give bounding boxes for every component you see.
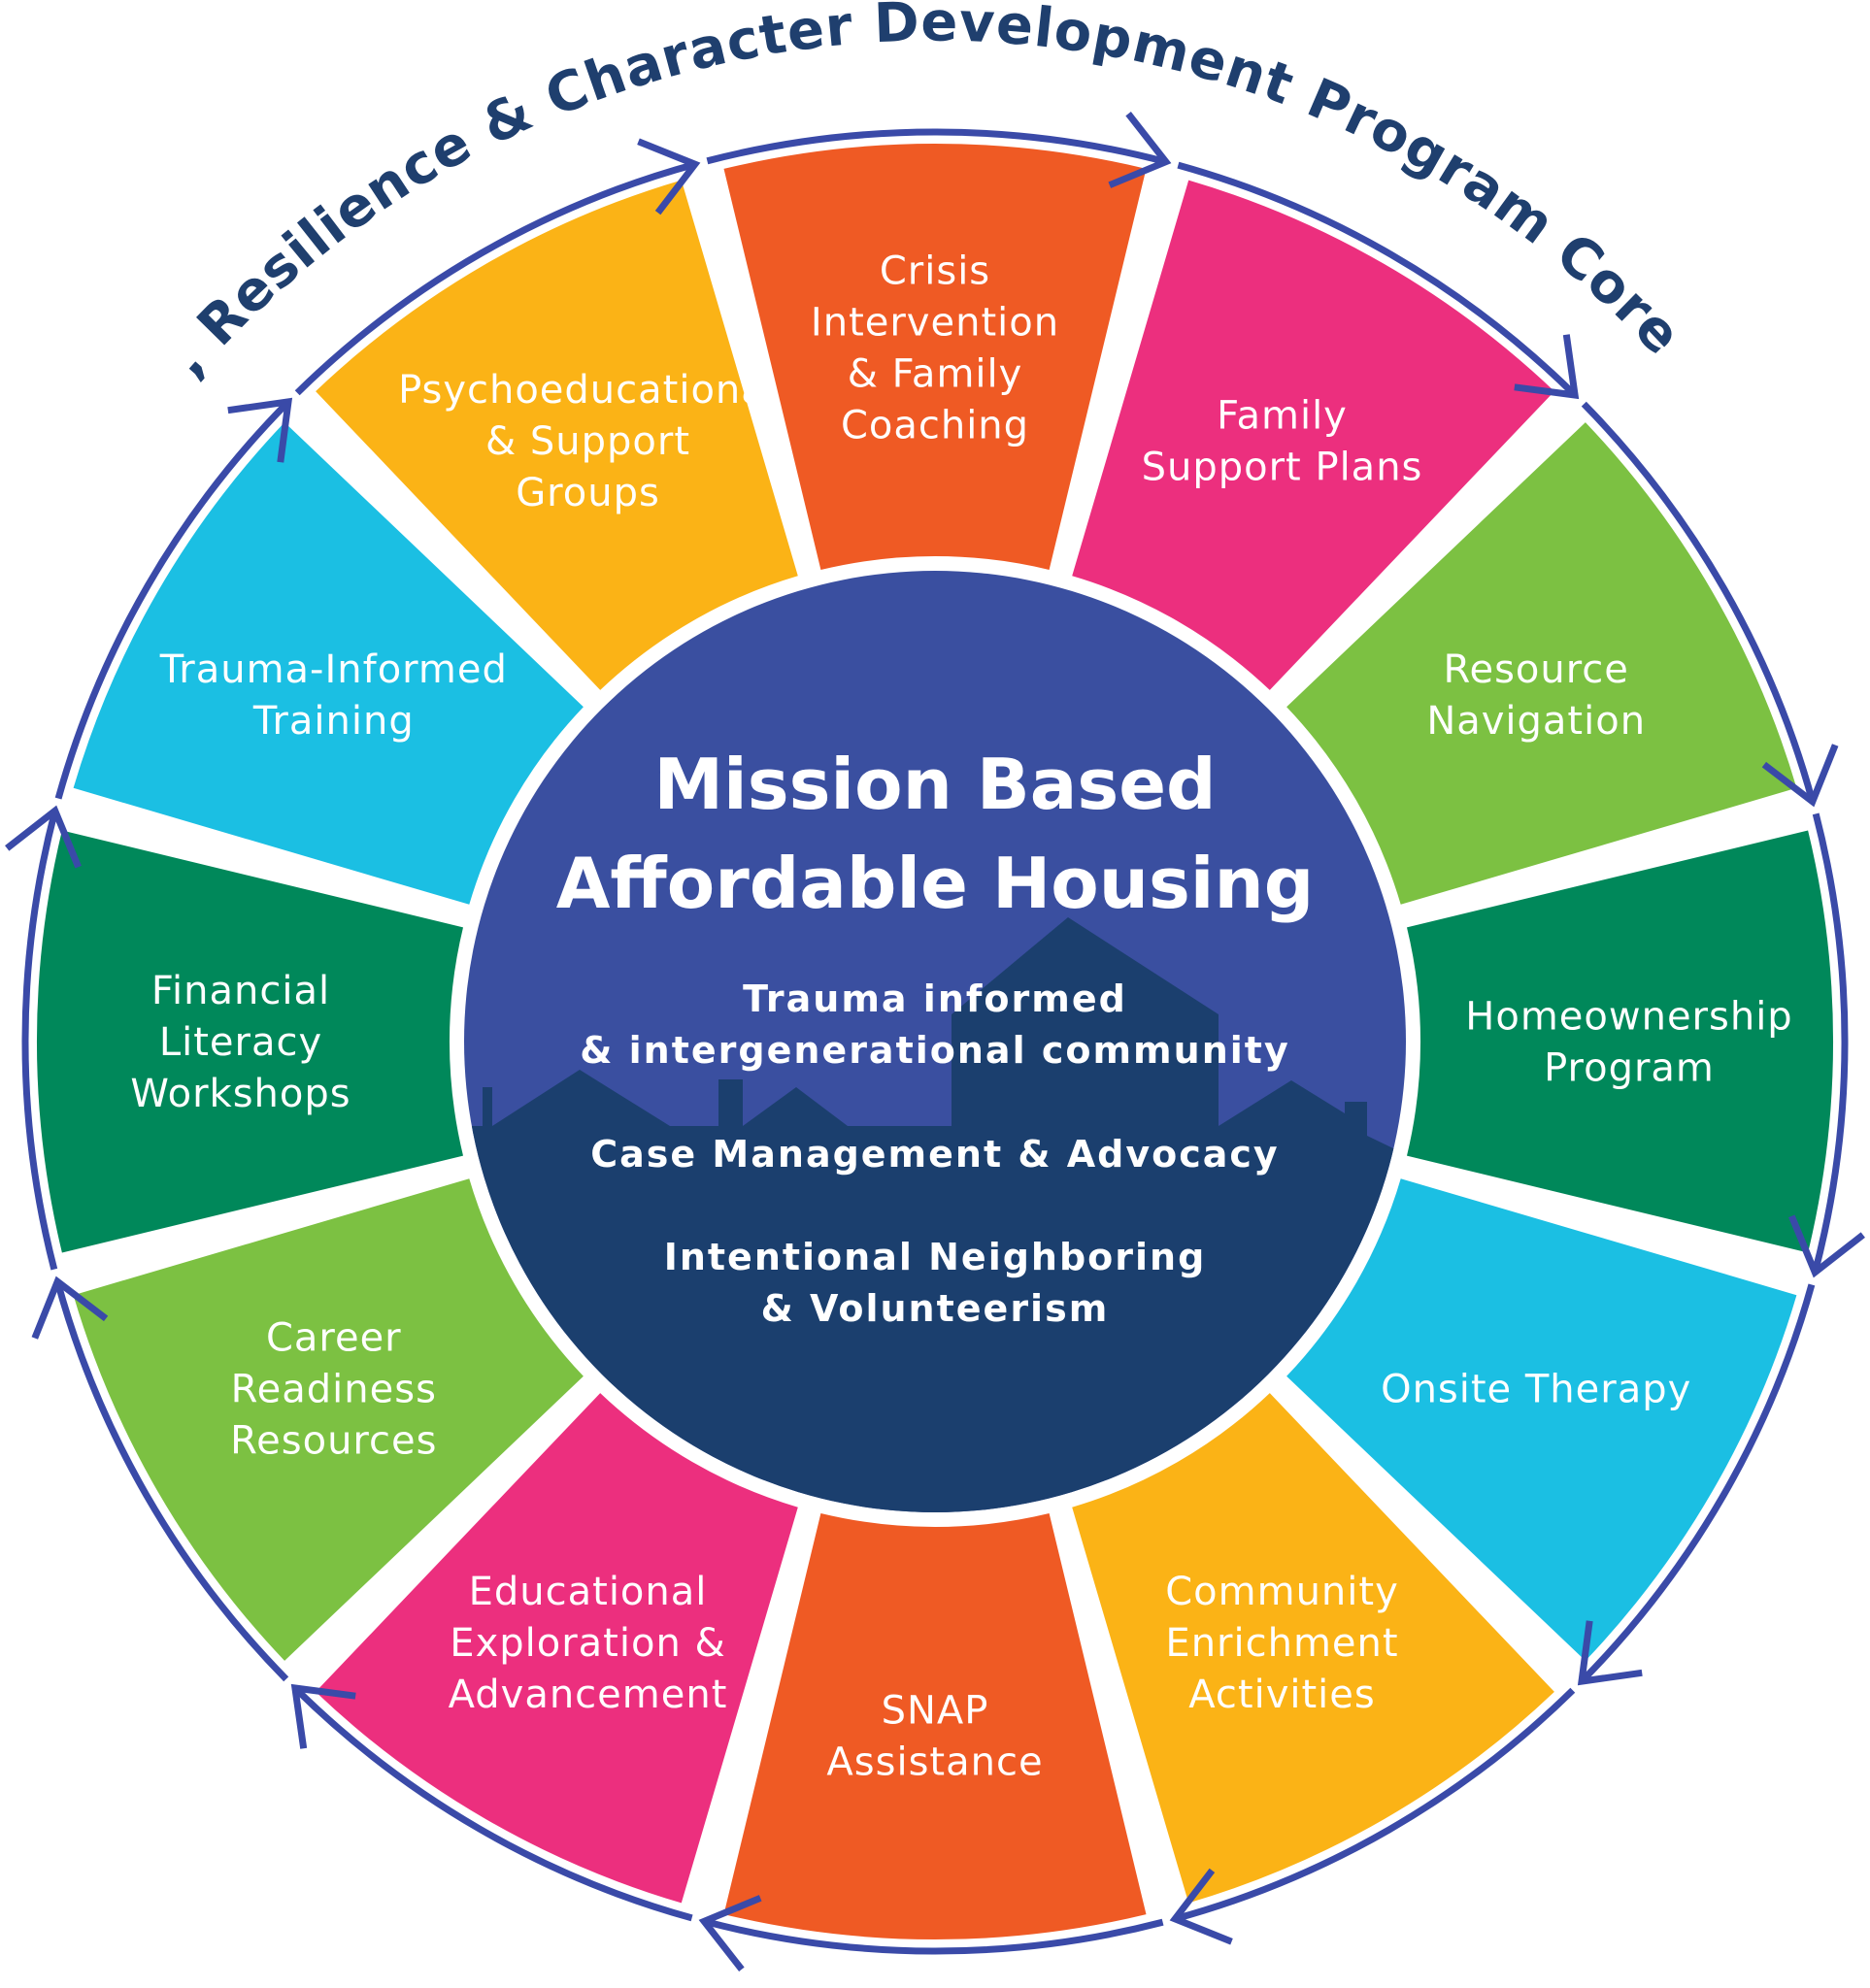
arc-line-10	[54, 399, 291, 800]
arc-line-6	[703, 1917, 1164, 1955]
segment-1-label-line-1: Support Plans	[1142, 445, 1423, 489]
segment-0-label-line-1: Intervention	[811, 301, 1059, 346]
segment-3-label-line-1: Program	[1544, 1046, 1715, 1091]
segment-9-label-line-1: Literacy	[159, 1020, 322, 1065]
segment-10-label-line-1: Training	[252, 699, 415, 744]
segment-1	[1072, 180, 1554, 690]
arrowhead-icon	[31, 1276, 109, 1340]
segment-0-label-line-0: Crisis	[880, 249, 990, 294]
segment-11-label-line-1: & Support	[485, 419, 690, 464]
segment-5-label-line-2: Activities	[1188, 1673, 1375, 1717]
segment-4	[1286, 1178, 1797, 1661]
hub-item-3-line-2: & Volunteerism	[761, 1287, 1110, 1330]
segment-10-label-line-0: Trauma-Informed	[159, 647, 508, 692]
hub-title-line-1: Mission Based	[653, 744, 1216, 825]
houses-silhouette	[464, 917, 1406, 1512]
segment-10	[73, 422, 584, 905]
segment-8-label-line-2: Resources	[230, 1419, 437, 1464]
arrowhead-icon	[1761, 744, 1839, 808]
arrowhead-icon	[698, 1895, 762, 1971]
segment-11	[316, 180, 798, 690]
arrowhead-icon	[1788, 1214, 1865, 1278]
arc-line-9	[21, 810, 59, 1271]
houses-icon	[464, 917, 1406, 1512]
segment-9-label-line-0: Financial	[151, 969, 330, 1013]
arc-line-0	[706, 128, 1167, 166]
arrowhead-icon	[1514, 334, 1580, 400]
arc-line-3	[1811, 812, 1849, 1274]
segment-6-label-line-0: SNAP	[882, 1689, 989, 1734]
segment-1-label-line-0: Family	[1217, 393, 1348, 438]
segment-2	[1286, 422, 1797, 905]
segment-4-label-line-0: Onsite Therapy	[1381, 1368, 1691, 1412]
hub-title-line-2: Affordable Housing	[556, 843, 1315, 924]
arc-line-8	[53, 1280, 289, 1682]
segment-2-label-line-0: Resource	[1443, 647, 1628, 692]
segment-0-label-line-2: & Family	[848, 352, 1023, 397]
segment-5	[1072, 1393, 1554, 1904]
arrowhead-icon	[227, 397, 293, 463]
arc-line-4	[1579, 1283, 1816, 1684]
arc-line-2	[1581, 401, 1817, 803]
center-hub: Mission Based Affordable Housing Trauma …	[464, 571, 1406, 1512]
arrowhead-icon	[290, 1683, 356, 1749]
segment-2-label-line-1: Navigation	[1426, 699, 1646, 744]
segment-7	[316, 1393, 798, 1904]
segment-5-label-line-1: Enrichment	[1165, 1621, 1398, 1666]
segment-11-label-line-2: Groups	[516, 471, 660, 515]
segment-0	[723, 143, 1147, 570]
arc-line-11	[294, 160, 696, 396]
segment-11-label-line-0: Psychoeducational	[398, 368, 778, 413]
cycle-arrows	[5, 112, 1865, 1971]
segment-3	[1407, 830, 1834, 1253]
segment-7-label-line-1: Exploration &	[450, 1621, 725, 1666]
arrowhead-icon	[1169, 1868, 1233, 1945]
arc-line-7	[292, 1685, 693, 1922]
hub-item-1-line-1: Trauma informed	[743, 977, 1127, 1020]
segment-8-label-line-0: Career	[266, 1316, 402, 1361]
arc-line-1	[1177, 161, 1578, 398]
segment-7-label-line-2: Advancement	[449, 1673, 728, 1717]
segment-7-label-line-0: Educational	[469, 1570, 708, 1614]
segment-3-label-line-0: Homeownership	[1465, 995, 1792, 1040]
segment-6-label-line-1: Assistance	[826, 1740, 1043, 1785]
arc-line-5	[1174, 1687, 1576, 1923]
segment-9	[36, 830, 464, 1253]
hub-item-2: Case Management & Advocacy	[590, 1133, 1279, 1176]
hub-item-1-line-2: & intergenerational community	[580, 1029, 1289, 1072]
arrowhead-icon	[1108, 112, 1172, 188]
segment-6	[723, 1513, 1147, 1940]
hub-item-3-line-1: Intentional Neighboring	[664, 1236, 1207, 1278]
segment-0-label-line-3: Coaching	[841, 404, 1029, 448]
segment-9-label-line-2: Workshops	[130, 1072, 351, 1116]
arrowhead-icon	[5, 805, 82, 869]
arrowhead-icon	[1577, 1620, 1643, 1686]
segment-8	[73, 1178, 584, 1661]
segment-5-label-line-0: Community	[1165, 1570, 1399, 1614]
segment-8-label-line-1: Readiness	[231, 1368, 437, 1412]
arrowhead-icon	[637, 138, 701, 215]
